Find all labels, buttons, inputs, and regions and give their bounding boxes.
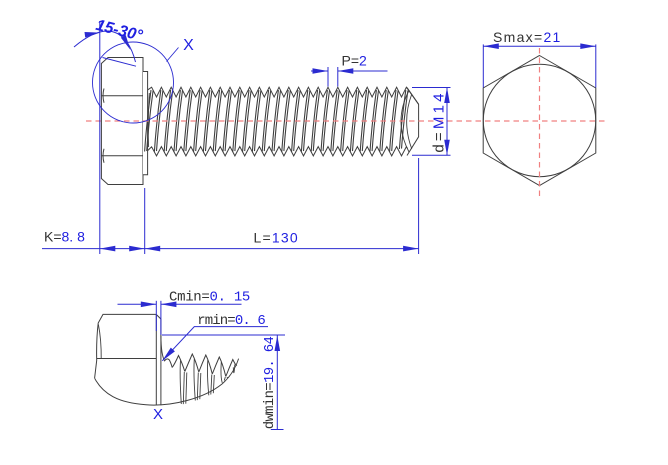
svg-text:rmin=0. 6: rmin=0. 6: [197, 313, 265, 329]
svg-text:Smax=21: Smax=21: [493, 29, 562, 45]
svg-text:X: X: [183, 37, 194, 54]
svg-text:L=130: L=130: [254, 230, 299, 246]
svg-text:P=2: P=2: [342, 53, 368, 69]
svg-text:d=M14: d=M14: [430, 90, 447, 152]
svg-text:dwmin=19. 64: dwmin=19. 64: [262, 336, 278, 429]
svg-text:Cmin=0. 15: Cmin=0. 15: [169, 290, 250, 306]
svg-text:X: X: [153, 406, 163, 423]
svg-text:K=8. 8: K=8. 8: [44, 229, 85, 245]
